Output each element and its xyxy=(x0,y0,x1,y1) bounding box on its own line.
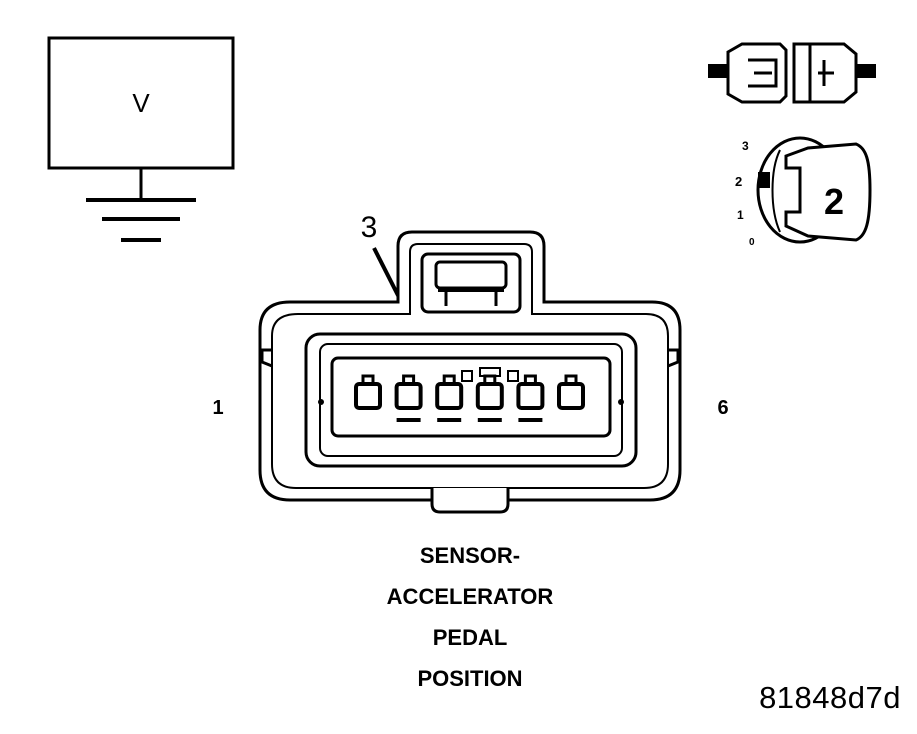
connector-dot-right xyxy=(618,399,624,405)
ignition-position-3: 3 xyxy=(742,139,749,153)
pin-body-3 xyxy=(435,382,464,410)
connector-cavity-panel xyxy=(330,356,612,438)
pin-label-left: 1 xyxy=(212,397,223,419)
connector-face xyxy=(258,230,682,514)
pin-cavity-5 xyxy=(516,374,545,422)
pin-label-right: 6 xyxy=(717,397,728,419)
connector-ear-left xyxy=(260,348,273,368)
voltmeter-label: V xyxy=(132,88,150,118)
pin-body-1 xyxy=(354,382,382,410)
ignition-switch-icon: 3 2 1 0 2 xyxy=(735,136,872,248)
ignition-pointer xyxy=(758,172,770,188)
pin-body-4 xyxy=(475,382,504,410)
connector-pins xyxy=(354,374,585,422)
pin-body-6 xyxy=(557,382,585,410)
connector-inner-shell xyxy=(271,243,669,489)
wire-right xyxy=(856,64,876,78)
ignition-selected-position: 2 xyxy=(824,181,844,222)
ignition-cylinder-rim xyxy=(771,149,781,233)
caption-line-1: SENSOR- xyxy=(419,543,521,568)
voltmeter-symbol: V xyxy=(47,36,235,242)
connector-caption: SENSOR- ACCELERATOR PEDAL POSITION xyxy=(320,535,620,699)
pin-cavity-6 xyxy=(557,374,585,410)
connector-ear-right xyxy=(667,348,680,368)
pin-cavity-3 xyxy=(435,374,464,422)
pin-body-2 xyxy=(394,382,423,410)
connector-bottom-notch xyxy=(430,488,510,514)
ignition-key-icon xyxy=(784,142,872,242)
caption-line-2: ACCELERATOR xyxy=(386,584,554,609)
caption-line-4: POSITION xyxy=(417,666,523,691)
pin-cavity-2 xyxy=(394,374,423,422)
pointer-label: 3 xyxy=(361,211,378,244)
plug-female-face xyxy=(792,42,812,104)
connector-key-3 xyxy=(507,370,519,382)
ignition-position-0: 0 xyxy=(749,237,755,248)
pin-body-5 xyxy=(516,382,545,410)
wire-left xyxy=(708,64,728,78)
caption-line-3: PEDAL xyxy=(432,625,508,650)
connector-latch xyxy=(434,260,508,290)
pin-cavity-1 xyxy=(354,374,382,410)
connector-dot-left xyxy=(318,399,324,405)
plug-male-latch xyxy=(748,58,778,88)
pin-cavity-4 xyxy=(475,374,504,422)
connector-key-1 xyxy=(461,370,473,382)
ignition-position-2: 2 xyxy=(735,174,742,189)
disconnected-connector-icon xyxy=(708,42,876,104)
ignition-position-1: 1 xyxy=(737,208,744,222)
figure-reference: 81848d7d xyxy=(759,680,901,715)
